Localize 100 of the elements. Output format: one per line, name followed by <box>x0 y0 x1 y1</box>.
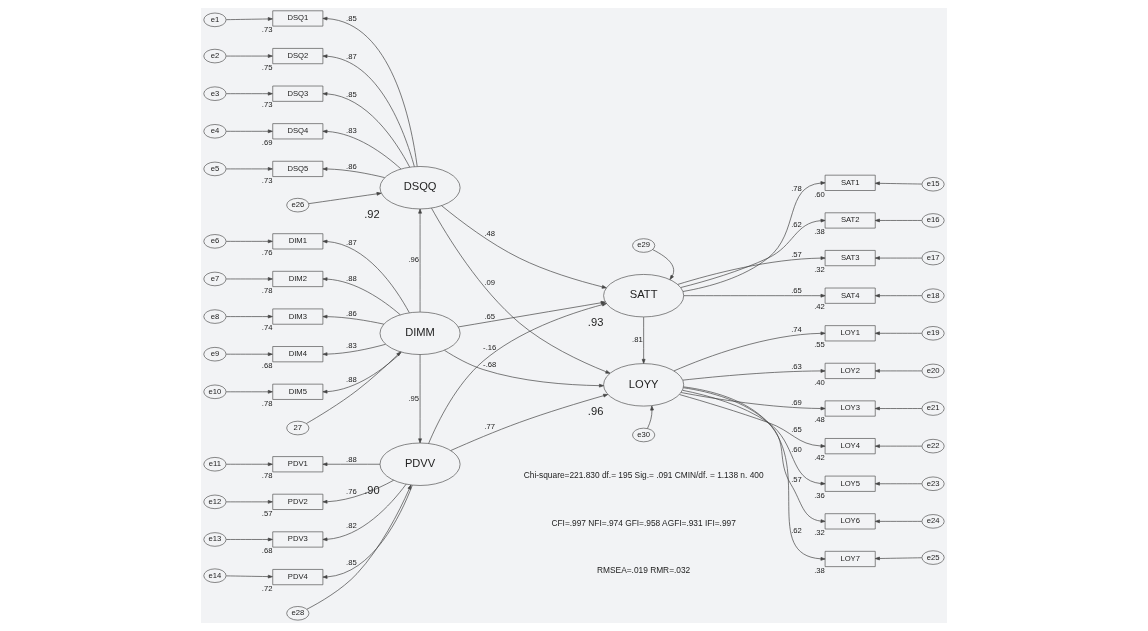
arrow <box>683 387 826 523</box>
node-label: .74 <box>261 323 273 333</box>
arrow <box>875 218 923 223</box>
arrow <box>682 389 826 486</box>
node-label: .73 <box>261 25 273 35</box>
edge-label: .09 <box>484 278 496 288</box>
node-label: .90 <box>364 484 380 497</box>
node-box: LOY1 <box>824 325 876 342</box>
node-ellipse: PDVV <box>379 442 461 486</box>
node-label: .57 <box>261 508 273 518</box>
node-ellipse: e16 <box>921 213 945 228</box>
arrow <box>875 331 923 336</box>
edge-label: .62 <box>791 219 802 229</box>
node-label: .72 <box>261 583 273 593</box>
node-box: PDV1 <box>272 456 324 473</box>
arrow <box>682 181 826 292</box>
edge-label: .82 <box>346 520 357 530</box>
node-label: .96 <box>587 405 604 417</box>
arrow <box>225 277 273 281</box>
node-label: .42 <box>814 452 825 462</box>
node-ellipse: 27 <box>286 420 310 436</box>
arrow <box>322 239 410 314</box>
arrow <box>641 316 646 364</box>
arrow <box>306 351 402 424</box>
node-ellipse: e7 <box>203 271 227 287</box>
node-label: .92 <box>364 207 380 220</box>
node-label: .36 <box>814 490 825 500</box>
arrow <box>225 54 273 58</box>
arrow <box>444 349 604 388</box>
node-label: .78 <box>261 285 273 295</box>
edge-label: .88 <box>346 455 357 465</box>
node-ellipse: e4 <box>203 124 227 139</box>
arrow <box>875 519 923 524</box>
arrow <box>225 129 273 134</box>
label: CFI=.997 NFI=.974 GFI=.958 AGFI=.931 IFI=.997 <box>551 517 736 528</box>
arrow <box>225 91 273 96</box>
arrow <box>322 352 402 394</box>
node-ellipse: e8 <box>203 309 227 324</box>
node-label: .76 <box>261 248 273 258</box>
edge-label: .65 <box>791 425 802 435</box>
node-box: SAT4 <box>824 287 876 304</box>
node-ellipse: e22 <box>921 438 945 454</box>
node-label: .38 <box>814 227 825 237</box>
arrow <box>673 331 826 372</box>
arrow <box>680 392 826 411</box>
node-box: SAT2 <box>824 212 876 229</box>
arrow <box>322 314 385 325</box>
arrow <box>306 484 412 610</box>
node-ellipse: e29 <box>632 238 656 253</box>
arrow <box>431 207 611 374</box>
node-label: .75 <box>261 62 273 72</box>
arrow <box>679 394 826 448</box>
arrow <box>225 314 273 319</box>
edge-label: .76 <box>346 487 357 497</box>
node-box: DIM2 <box>272 270 324 287</box>
arrow <box>428 302 607 444</box>
arrow <box>225 239 273 244</box>
arrow <box>322 483 407 542</box>
arrow <box>225 390 273 394</box>
node-box: LOY6 <box>824 513 876 530</box>
arrow <box>418 354 422 444</box>
node-label: .38 <box>814 565 825 575</box>
arrow <box>322 277 401 316</box>
node-ellipse: e11 <box>203 457 227 472</box>
node-ellipse: e18 <box>921 288 945 303</box>
node-ellipse: e30 <box>632 427 656 443</box>
edge-label: .74 <box>791 325 802 335</box>
edge-label: .65 <box>791 286 802 296</box>
label: RMSEA=.019 RMR=.032 <box>597 564 691 575</box>
edge-label: .63 <box>791 361 802 371</box>
edge-label: .48 <box>484 229 496 239</box>
node-box: DSQ5 <box>272 160 324 177</box>
arrow <box>322 484 413 579</box>
node-ellipse: e3 <box>203 86 227 101</box>
node-box: LOY2 <box>824 362 876 379</box>
node-label: .78 <box>261 398 273 408</box>
arrow <box>652 249 674 280</box>
node-ellipse: e23 <box>921 476 945 491</box>
edge-label: .87 <box>346 237 357 247</box>
node-box: DSQ2 <box>272 48 324 65</box>
edge-label: .83 <box>346 126 357 136</box>
node-ellipse: e15 <box>921 177 945 192</box>
arrow <box>225 167 273 171</box>
node-box: SAT3 <box>824 250 876 267</box>
node-ellipse: e25 <box>921 550 945 565</box>
edge-label: .62 <box>791 526 802 536</box>
node-label: .42 <box>814 302 825 312</box>
edge-label: .86 <box>346 309 357 319</box>
node-ellipse: e19 <box>921 326 945 341</box>
arrow <box>225 462 273 467</box>
node-ellipse: e2 <box>203 48 227 64</box>
edge-label: .85 <box>346 558 357 568</box>
node-ellipse: e20 <box>921 363 945 379</box>
node-box: DIM5 <box>272 383 324 400</box>
node-label: .32 <box>814 528 825 538</box>
arrow <box>450 393 609 451</box>
node-ellipse: e9 <box>203 347 227 362</box>
edge-label: .95 <box>408 393 420 403</box>
arrow <box>647 405 654 429</box>
arrow <box>322 129 402 170</box>
